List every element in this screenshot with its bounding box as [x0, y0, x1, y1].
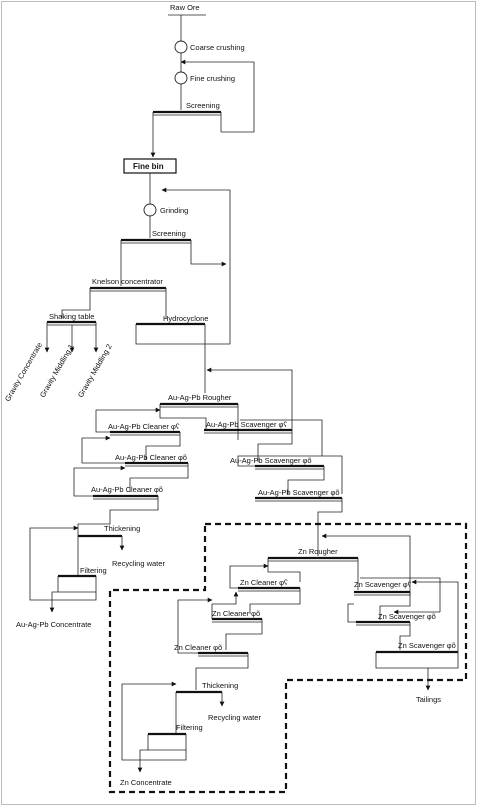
- label-recycling-water-1: Recycling water: [112, 559, 165, 568]
- label-grinding: Grinding: [160, 206, 188, 215]
- label-zn-cleaner-3: Zn Cleaner φõ: [174, 643, 222, 652]
- fine-crusher-symbol: [174, 71, 188, 85]
- screen-2-oversize: [190, 240, 227, 267]
- cyclone-underflow-recycle: [161, 187, 231, 345]
- label-zn-scavenger-2: Zn Scavenger φõ: [378, 612, 436, 621]
- label-screening-2: Screening: [152, 229, 186, 238]
- label-thickening-1: Thickening: [104, 524, 140, 533]
- label-auagpb-cleaner-1: Au-Ag-Pb Cleaner φʕ: [108, 422, 180, 431]
- label-auagpb-cleaner-2: Au-Ag-Pb Cleaner φõ: [115, 453, 187, 462]
- grinding-mill-symbol: [143, 203, 157, 217]
- label-shaking-table: Shaking table: [49, 312, 94, 321]
- filter-2: [147, 733, 187, 751]
- coarse-crusher-symbol: [174, 40, 188, 54]
- label-auagpb-concentrate: Au-Ag-Pb Concentrate: [16, 620, 91, 629]
- label-fine-crushing: Fine crushing: [190, 74, 235, 83]
- label-auagpb-scavenger-3: Au-Ag-Pb Scavenger φõ: [258, 488, 340, 497]
- label-tailings: Tailings: [416, 695, 441, 704]
- label-auagpb-cleaner-3: Au-Ag-Pb Cleaner φõ: [91, 485, 163, 494]
- label-hydrocyclone: Hydrocyclone: [163, 314, 208, 323]
- label-zn-scavenger-3: Zn Scavenger φõ: [398, 641, 456, 650]
- label-gravity-middling-1: Gravity Middling 1: [38, 343, 76, 399]
- label-zn-scavenger-1: Zn Scavenger φʕ: [354, 580, 412, 589]
- label-gravity-middling-2: Gravity Middling 2: [76, 343, 114, 399]
- label-coarse-crushing: Coarse crushing: [190, 43, 245, 52]
- label-zn-cleaner-2: Zn Cleaner φõ: [212, 609, 260, 618]
- zn-circuit-boundary: [108, 522, 468, 794]
- screen-1-oversize-recycle: [180, 59, 255, 133]
- label-zn-rougher: Zn Rougher: [298, 547, 338, 556]
- label-auagpb-rougher: Au-Ag-Pb Rougher: [168, 393, 232, 402]
- label-zn-concentrate: Zn Concentrate: [120, 778, 172, 787]
- label-recycling-water-2: Recycling water: [208, 713, 261, 722]
- filter-1: [57, 575, 97, 593]
- label-filtering-1: Filtering: [80, 566, 107, 575]
- label-auagpb-scavenger-1: Au-Ag-Pb Scavenger φʕ: [206, 420, 287, 429]
- label-knelson: Knelson concentrator: [92, 277, 163, 286]
- label-thickening-2: Thickening: [202, 681, 238, 690]
- label-fine-bin: Fine bin: [133, 162, 164, 171]
- scav1-froth-return: [206, 367, 293, 430]
- label-zn-cleaner-1: Zn Cleaner φʕ: [240, 578, 288, 587]
- label-raw-ore: Raw Ore: [170, 3, 200, 12]
- label-auagpb-scavenger-2: Au-Ag-Pb Scavenger φõ: [230, 456, 312, 465]
- label-filtering-2: Filtering: [176, 723, 203, 732]
- label-screening-1: Screening: [186, 101, 220, 110]
